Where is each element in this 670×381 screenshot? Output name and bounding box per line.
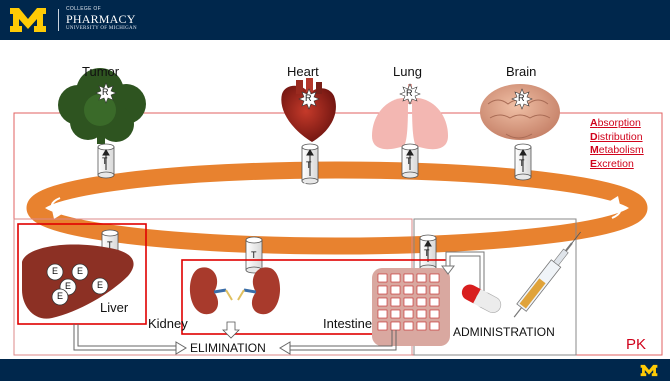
receptor-r-tumor: R <box>102 87 109 97</box>
blood-circulation-label: Blood (Circulation) <box>270 180 420 194</box>
enzyme-e-1: E <box>52 266 58 276</box>
intestine-label: Intestine <box>323 316 372 331</box>
receptor-r-heart: R <box>305 93 312 103</box>
adme-excretion: Excretion <box>590 158 644 172</box>
transporter-t-tumor: T <box>102 156 108 166</box>
transporter-t-kidney: T <box>251 250 257 260</box>
receptor-markers <box>96 83 532 109</box>
intestine-image <box>372 268 450 346</box>
footer-bar <box>0 359 670 381</box>
adme-absorption: Absorption <box>590 117 644 131</box>
transporter-t-liver: T <box>107 240 113 250</box>
adme-legend: Absorption Distribution Metabolism Excre… <box>590 117 644 171</box>
transporter-t-intestine: T <box>424 248 430 258</box>
kidney-image <box>190 267 280 314</box>
administration-label: ADMINISTRATION <box>453 325 555 339</box>
enzyme-e-2: E <box>77 266 83 276</box>
adme-distribution: Distribution <box>590 131 644 145</box>
transporter-t-brain: T <box>519 158 525 168</box>
brain-label: Brain <box>506 64 536 79</box>
kidney-output-arrow <box>223 322 239 338</box>
adme-metabolism: Metabolism <box>590 144 644 158</box>
footer-m-logo <box>639 364 659 377</box>
kidney-label: Kidney <box>148 316 188 331</box>
receptor-r-lung: R <box>406 88 413 98</box>
enzyme-e-3: E <box>65 281 71 291</box>
enzyme-e-4: E <box>97 280 103 290</box>
enzyme-e-5: E <box>57 291 63 301</box>
pk-label: PK <box>626 336 646 353</box>
receptor-r-brain: R <box>518 93 525 103</box>
transporter-t-lung: T <box>406 156 412 166</box>
liver-label: Liver <box>100 300 128 315</box>
tumor-label: Tumor <box>82 64 119 79</box>
tumor-image <box>58 68 146 144</box>
lung-label: Lung <box>393 64 422 79</box>
transporter-t-heart: T <box>306 160 312 170</box>
heart-image <box>281 78 336 142</box>
elimination-label: ELIMINATION <box>190 341 266 355</box>
heart-label: Heart <box>287 64 319 79</box>
